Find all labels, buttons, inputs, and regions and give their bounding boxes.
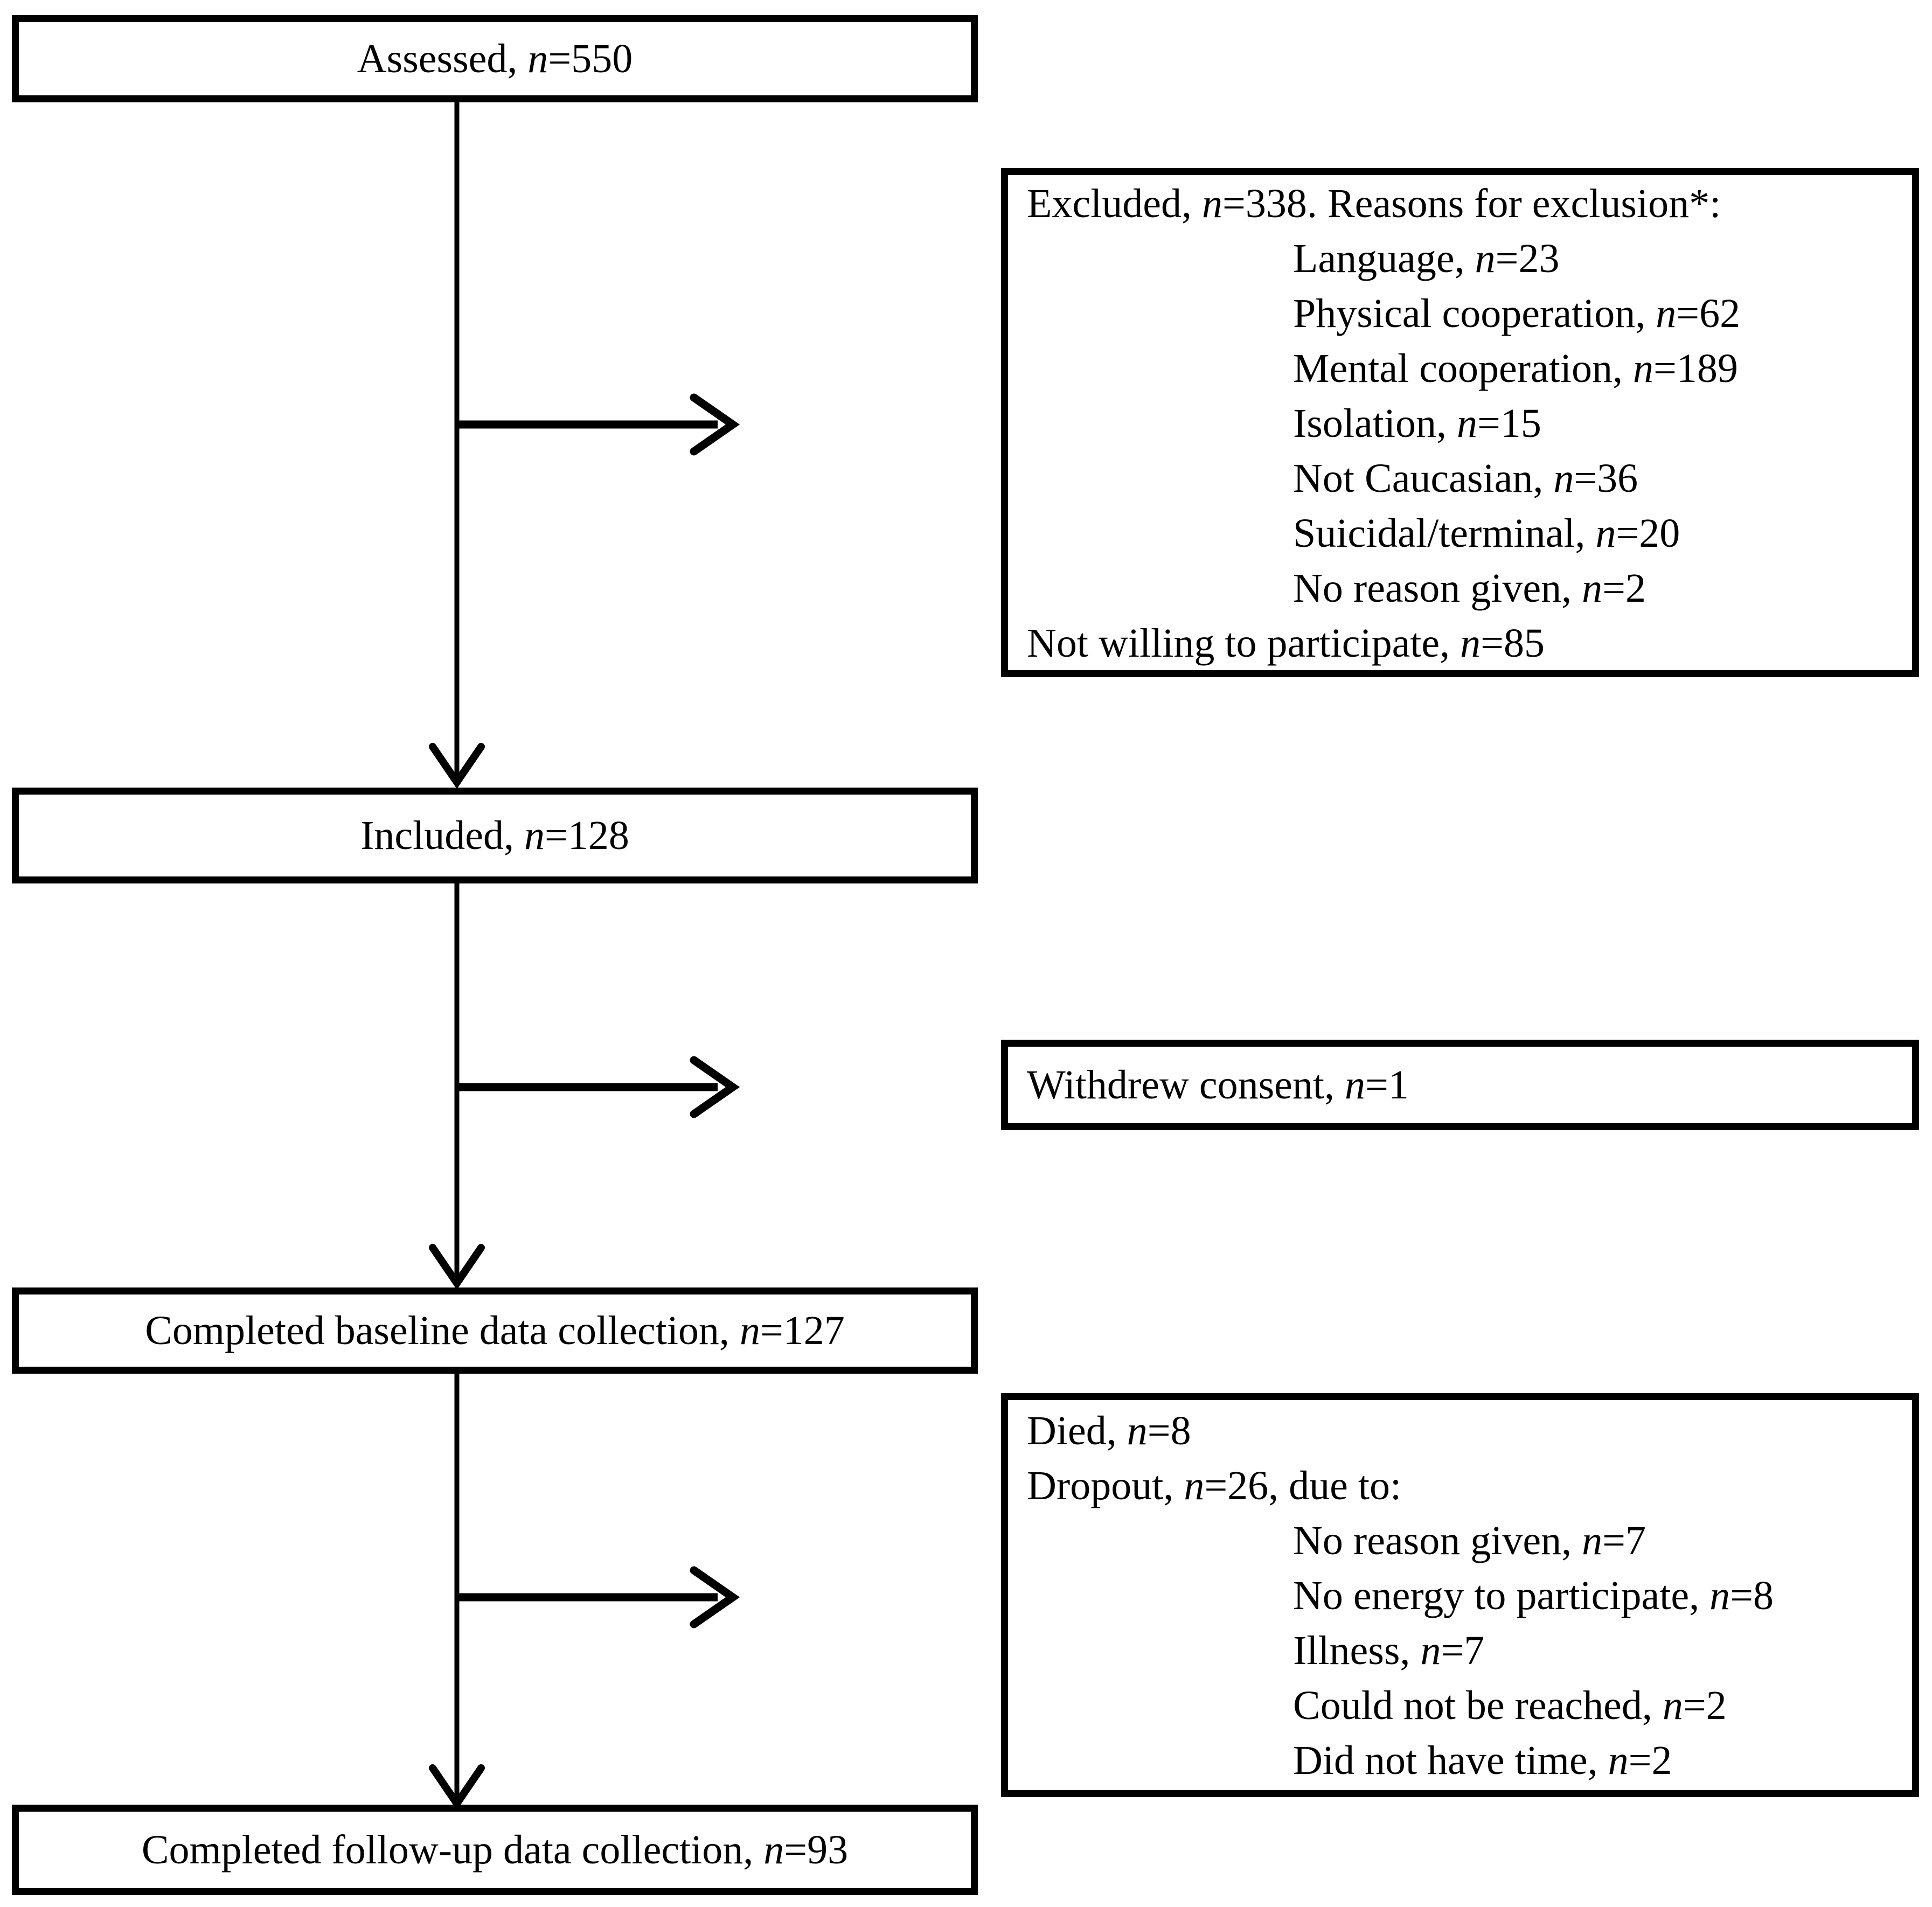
n-symbol: n xyxy=(1202,181,1223,226)
text-fragment: =8 xyxy=(1147,1408,1191,1453)
text-fragment: Illness, xyxy=(1293,1628,1421,1673)
text-fragment: =23 xyxy=(1495,236,1560,281)
text-line: No reason given, n=2 xyxy=(1293,561,1896,616)
n-symbol: n xyxy=(1582,1518,1603,1563)
n-symbol: n xyxy=(1184,1463,1205,1508)
text-line: No reason given, n=7 xyxy=(1293,1513,1896,1568)
n-symbol: n xyxy=(1420,1628,1441,1673)
n-symbol: n xyxy=(1345,1062,1366,1108)
text-line: Not Caucasian, n=36 xyxy=(1293,451,1896,506)
text-line: Language, n=23 xyxy=(1293,231,1896,286)
text-fragment: Did not have time, xyxy=(1293,1738,1608,1783)
text-line: Excluded, n=338. Reasons for exclusion*: xyxy=(1027,176,1896,231)
box-completed-followup: Completed follow-up data collection, n=9… xyxy=(12,1805,978,1895)
n-symbol: n xyxy=(1456,401,1477,446)
text-fragment: =8 xyxy=(1730,1573,1774,1618)
text-fragment: =93 xyxy=(784,1827,849,1873)
text-fragment: Could not be reached, xyxy=(1293,1683,1663,1728)
text-line: No energy to participate, n=8 xyxy=(1293,1568,1896,1623)
text-fragment: Withdrew consent, xyxy=(1027,1062,1345,1108)
text-fragment: =20 xyxy=(1616,511,1680,556)
text-fragment: =26, due to: xyxy=(1204,1463,1402,1508)
text-line: Mental cooperation, n=189 xyxy=(1293,341,1896,396)
text-fragment: Died, xyxy=(1027,1408,1127,1453)
text-fragment: =36 xyxy=(1574,456,1638,501)
text-fragment: =2 xyxy=(1628,1738,1672,1783)
text-line: Physical cooperation, n=62 xyxy=(1293,286,1896,341)
box-assessed: Assessed, n=550 xyxy=(12,15,978,102)
n-symbol: n xyxy=(1460,621,1481,666)
text-line: Isolation, n=15 xyxy=(1293,396,1896,451)
n-symbol: n xyxy=(1656,291,1677,336)
text-line: Dropout, n=26, due to: xyxy=(1027,1458,1896,1513)
text-fragment: =1 xyxy=(1365,1062,1409,1108)
text-fragment: =550 xyxy=(548,36,633,81)
text-fragment: =85 xyxy=(1481,621,1545,666)
text-line: Withdrew consent, n=1 xyxy=(1027,1057,1409,1112)
text-fragment: Suicidal/terminal, xyxy=(1293,511,1596,556)
text-fragment: =7 xyxy=(1602,1518,1646,1563)
box-excluded-reasons: Excluded, n=338. Reasons for exclusion*:… xyxy=(1001,168,1919,677)
arrowhead-down-baseline xyxy=(429,1244,485,1290)
text-fragment: Not Caucasian, xyxy=(1293,456,1554,501)
text-fragment: No reason given, xyxy=(1293,1518,1582,1563)
n-symbol: n xyxy=(739,1308,760,1353)
text-fragment: =15 xyxy=(1477,401,1541,446)
text-line: Illness, n=7 xyxy=(1293,1623,1896,1678)
n-symbol: n xyxy=(524,813,545,858)
text-fragment: No energy to participate, xyxy=(1293,1573,1710,1618)
text-fragment: Excluded, xyxy=(1027,181,1203,226)
text-fragment: Assessed, xyxy=(357,36,528,81)
box-withdrew-consent: Withdrew consent, n=1 xyxy=(1001,1040,1919,1130)
n-symbol: n xyxy=(527,36,548,81)
text-fragment: Completed baseline data collection, xyxy=(145,1308,740,1353)
text-fragment: =189 xyxy=(1653,346,1738,391)
text-fragment: Isolation, xyxy=(1293,401,1457,446)
n-symbol: n xyxy=(1608,1738,1629,1783)
text-fragment: Physical cooperation, xyxy=(1293,291,1656,336)
text-fragment: =62 xyxy=(1676,291,1741,336)
text-fragment: =338. Reasons for exclusion*: xyxy=(1222,181,1721,226)
text-line: Completed follow-up data collection, n=9… xyxy=(142,1822,848,1877)
text-line: Suicidal/terminal, n=20 xyxy=(1293,506,1896,561)
text-fragment: =2 xyxy=(1683,1683,1727,1728)
arrowhead-right-withdrew xyxy=(690,1056,740,1118)
text-fragment: No reason given, xyxy=(1293,566,1582,611)
arrowhead-right-excluded xyxy=(690,393,740,456)
n-symbol: n xyxy=(1662,1683,1683,1728)
text-line: Assessed, n=550 xyxy=(357,31,633,86)
text-line: Could not be reached, n=2 xyxy=(1293,1678,1896,1733)
n-symbol: n xyxy=(1709,1573,1731,1618)
text-line: Did not have time, n=2 xyxy=(1293,1733,1896,1788)
text-line: Not willing to participate, n=85 xyxy=(1027,616,1896,671)
text-fragment: Not willing to participate, xyxy=(1027,621,1461,666)
box-completed-baseline: Completed baseline data collection, n=12… xyxy=(12,1287,978,1374)
n-symbol: n xyxy=(1475,236,1496,281)
text-fragment: =128 xyxy=(545,813,629,858)
arrowhead-down-included xyxy=(429,743,485,789)
text-fragment: =2 xyxy=(1602,566,1646,611)
box-included: Included, n=128 xyxy=(12,788,978,883)
text-fragment: Included, xyxy=(360,813,524,858)
text-line: Died, n=8 xyxy=(1027,1403,1896,1458)
text-line: Included, n=128 xyxy=(360,808,629,863)
text-fragment: Dropout, xyxy=(1027,1463,1184,1508)
text-fragment: =7 xyxy=(1441,1628,1485,1673)
text-fragment: Mental cooperation, xyxy=(1293,346,1634,391)
n-symbol: n xyxy=(1595,511,1616,556)
text-fragment: =127 xyxy=(760,1308,845,1353)
arrowhead-down-followup xyxy=(429,1764,485,1811)
n-symbol: n xyxy=(1127,1408,1148,1453)
text-line: Completed baseline data collection, n=12… xyxy=(145,1303,845,1358)
text-fragment: Completed follow-up data collection, xyxy=(141,1827,764,1873)
n-symbol: n xyxy=(1633,346,1654,391)
n-symbol: n xyxy=(1582,566,1603,611)
n-symbol: n xyxy=(763,1827,784,1873)
arrowhead-right-dropout xyxy=(690,1566,740,1628)
n-symbol: n xyxy=(1553,456,1574,501)
text-fragment: Language, xyxy=(1293,236,1475,281)
